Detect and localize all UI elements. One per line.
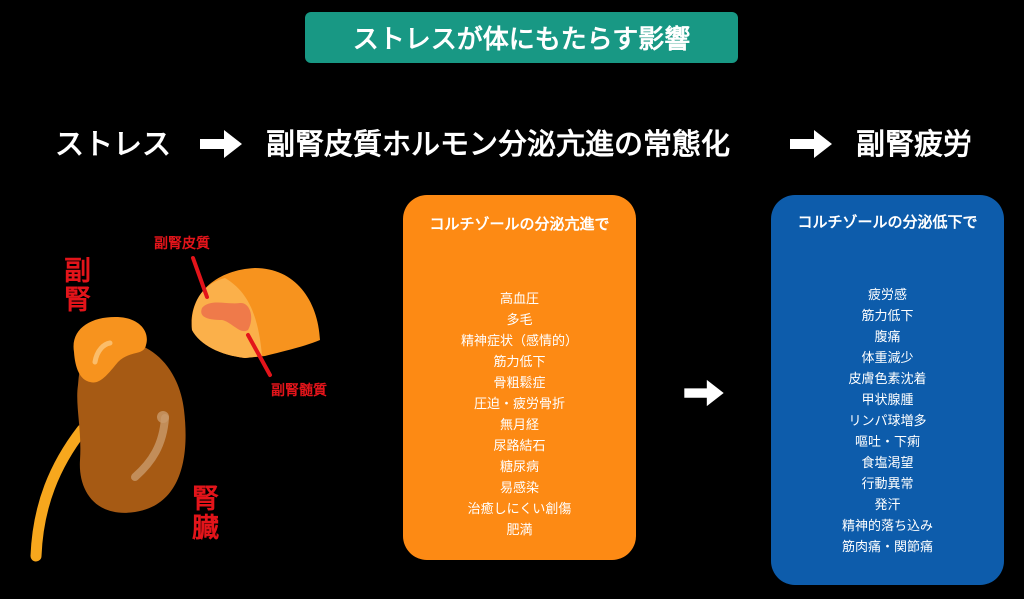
list-item: 筋肉痛・関節痛 xyxy=(841,540,933,555)
right-arrow-icon xyxy=(200,130,242,158)
right-arrow-icon xyxy=(684,379,724,407)
cortisol-excess-box: コルチゾールの分泌亢進で 高血圧 多毛 精神症状（感情的） 筋力低下 骨粗鬆症 … xyxy=(403,195,636,560)
list-item: 皮膚色素沈着 xyxy=(848,372,927,387)
list-item: リンパ球増多 xyxy=(848,414,927,429)
list-item: 体重減少 xyxy=(861,351,914,366)
adrenal-label: 副腎 xyxy=(59,256,90,314)
medulla-label: 副腎髄質 xyxy=(271,383,327,399)
page-title: ストレスが体にもたらす影響 xyxy=(305,12,738,63)
cortisol-deficit-list: 疲労感 筋力低下 腹痛 体重減少 皮膚色素沈着 甲状腺腫 リンパ球増多 嘔吐・下… xyxy=(771,285,1004,558)
kidney-adrenal-illustration xyxy=(30,256,320,562)
list-item: 行動異常 xyxy=(861,477,914,492)
list-item: 筋力低下 xyxy=(861,309,914,324)
list-item: 肥満 xyxy=(506,523,533,538)
list-item: 食塩渇望 xyxy=(861,456,914,471)
flow-step-hormone: 副腎皮質ホルモン分泌亢進の常態化 xyxy=(266,127,731,161)
flow-step-adrenal-fatigue: 副腎疲労 xyxy=(856,127,973,161)
list-item: 発汗 xyxy=(874,498,901,513)
cortisol-deficit-box: コルチゾールの分泌低下で 疲労感 筋力低下 腹痛 体重減少 皮膚色素沈着 甲状腺… xyxy=(771,195,1004,585)
list-item: 甲状腺腫 xyxy=(861,393,914,408)
list-item: 骨粗鬆症 xyxy=(493,376,546,391)
list-item: 精神症状（感情的） xyxy=(460,334,578,349)
list-item: 筋力低下 xyxy=(493,355,546,370)
list-item: 治癒しにくい創傷 xyxy=(467,502,572,517)
adrenal-gland xyxy=(73,316,147,383)
list-item: 腹痛 xyxy=(874,330,901,345)
medulla xyxy=(201,302,252,332)
right-arrow-icon xyxy=(790,130,832,158)
list-item: 高血圧 xyxy=(499,292,539,307)
list-item: 尿路結石 xyxy=(493,439,546,454)
list-item: 無月経 xyxy=(499,418,539,433)
list-item: 嘔吐・下痢 xyxy=(854,435,920,450)
kidney-label: 腎臓 xyxy=(187,484,218,542)
list-item: 圧迫・疲労骨折 xyxy=(473,397,565,412)
kidney xyxy=(77,341,186,513)
cortisol-excess-heading: コルチゾールの分泌亢進で xyxy=(429,215,610,233)
cortex-label: 副腎皮質 xyxy=(154,236,210,252)
list-item: 易感染 xyxy=(499,481,539,496)
ureter xyxy=(30,424,88,562)
flow-step-stress: ストレス xyxy=(55,127,172,161)
cortisol-deficit-heading: コルチゾールの分泌低下で xyxy=(797,213,978,231)
list-item: 疲労感 xyxy=(867,288,907,303)
cortisol-excess-list: 高血圧 多毛 精神症状（感情的） 筋力低下 骨粗鬆症 圧迫・疲労骨折 無月経 尿… xyxy=(403,289,636,541)
list-item: 多毛 xyxy=(506,313,533,328)
list-item: 糖尿病 xyxy=(499,460,539,475)
list-item: 精神的落ち込み xyxy=(841,519,933,534)
